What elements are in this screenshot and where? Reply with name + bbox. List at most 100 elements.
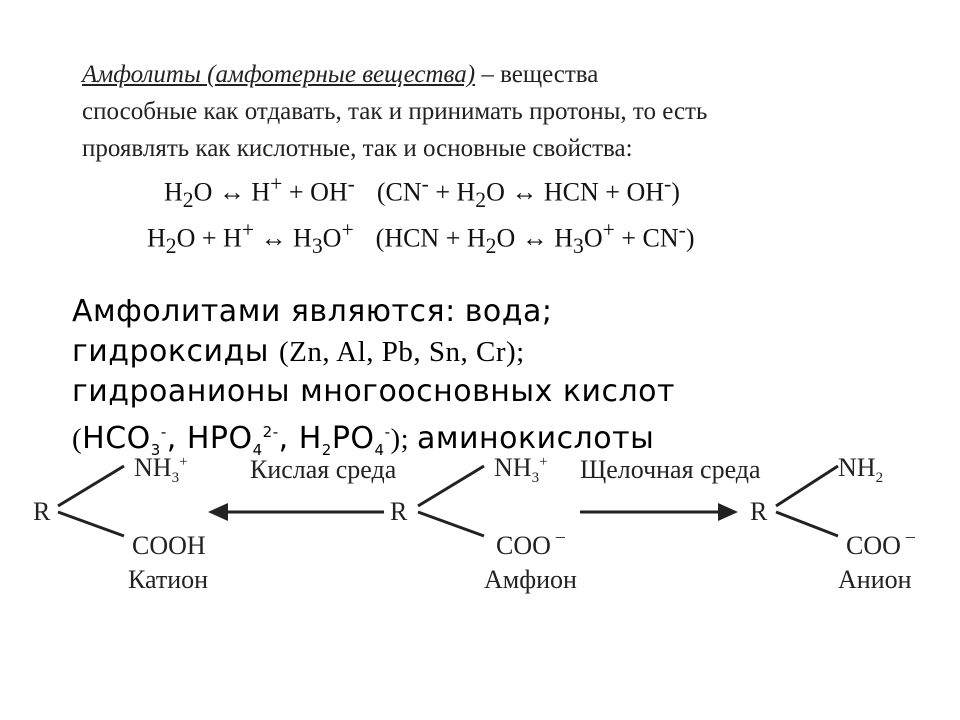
amino-group-right: NH2	[838, 453, 883, 486]
eq-text: + H	[428, 177, 476, 207]
r-group-left: R	[33, 497, 51, 526]
eq-arrow: ↔	[515, 223, 555, 253]
main-text: :	[445, 294, 465, 329]
eq-text: O	[496, 223, 516, 253]
r-group-middle: R	[390, 497, 408, 526]
main-text: вода	[464, 294, 542, 329]
formula-sup: -	[160, 423, 167, 441]
eq-text: H	[164, 177, 183, 207]
eq-sub: 2	[485, 233, 497, 258]
bond-line	[417, 510, 485, 538]
acid-medium-label: Кислая среда	[250, 455, 397, 484]
formula-sup: -	[384, 423, 391, 441]
formula-sub: 4	[252, 441, 263, 459]
eq-text: )	[671, 177, 680, 207]
arrow-head-right	[718, 503, 738, 521]
definition-line-1: Амфолиты (амфотерные вещества) – веществ…	[82, 56, 882, 93]
definition-dash: –	[475, 61, 501, 88]
formula: HPO	[186, 421, 253, 456]
nh-sub: 3	[172, 470, 180, 486]
ampholytes-list: Амфолитами являются: вода; гидроксиды (Z…	[72, 292, 912, 470]
eq-text: + CN	[614, 223, 679, 253]
eq-arrow: ↔	[254, 223, 294, 253]
eq-sup: -	[678, 218, 686, 242]
bond-line	[417, 464, 485, 508]
eq-sup: +	[341, 218, 354, 242]
eq-text: OH	[310, 177, 348, 207]
carboxyl-group-left: COOH	[132, 531, 206, 560]
eq-sup: +	[241, 218, 255, 242]
coo: COO	[846, 531, 901, 560]
eq-text: O + H	[176, 223, 242, 253]
eq-text: H	[251, 177, 271, 207]
equation-hydronium-formation: H2O + H+ ↔ H3O+(HCN + H2O ↔ H3O+ + CN-)	[147, 218, 695, 259]
eq-sub: 3	[311, 233, 323, 258]
eq-text: +	[282, 177, 311, 207]
bond-line	[775, 464, 839, 508]
eq-sup: -	[421, 172, 429, 196]
eq-sup: -	[347, 172, 355, 196]
eq-text: HCN + OH	[543, 177, 665, 207]
eq-text: H	[293, 223, 312, 253]
main-line-4: (HCO3-, HPO42-, H2PO4-); аминокислоты	[72, 412, 912, 470]
eq-sub: 3	[573, 233, 584, 258]
bond-line	[775, 510, 839, 538]
definition-line-3: проявлять как кислотные, так и основные …	[82, 135, 633, 162]
coo-sup: –	[905, 526, 916, 546]
carboxylate-group-right: COO–	[846, 526, 916, 560]
nh-sup: +	[179, 454, 187, 470]
eq-arrow: ↔	[212, 177, 252, 207]
eq-text: H	[554, 223, 574, 253]
eq-text: (HCN + H	[375, 223, 486, 253]
nh-sub: 3	[532, 470, 540, 486]
coo-sup: –	[555, 526, 566, 546]
main-text: гидроксиды	[72, 334, 279, 369]
equation-water-dissociation: H2O ↔ H+ + OH-(CN- + H2O ↔ HCN + OH-)	[164, 172, 680, 213]
amino-group-left: NH3+	[134, 453, 188, 486]
nh-sup: +	[539, 454, 547, 470]
eq-sup: +	[270, 172, 283, 196]
eq-text: H	[147, 223, 166, 253]
eq-arrow: ↔	[504, 177, 544, 207]
eq-sub: 2	[182, 187, 194, 212]
cation-label: Катион	[128, 565, 208, 594]
main-line-1: Амфолитами являются: вода;	[72, 292, 912, 332]
definition-line1-rest: вещества	[500, 61, 599, 88]
eq-sub: 2	[475, 187, 487, 212]
separator: ,	[278, 421, 299, 456]
amino-acid-ionization-scheme: R NH3+ COOH Катион Кислая среда R NH3+ C…	[33, 453, 916, 594]
amino-group-middle: NH3+	[494, 453, 548, 486]
eq-text: O	[193, 177, 213, 207]
paren: (	[72, 423, 83, 455]
anion-label: Анион	[838, 565, 912, 594]
main-text: ;	[541, 294, 553, 329]
separator: ,	[166, 421, 187, 456]
nh: NH	[134, 453, 172, 482]
main-line-2: гидроксиды (Zn, Al, Pb, Sn, Cr);	[72, 332, 912, 372]
r-group-right: R	[750, 497, 768, 526]
formula-sub: 3	[150, 441, 161, 459]
definition-paragraph: Амфолиты (амфотерные вещества) – веществ…	[82, 56, 882, 167]
formula: PO	[331, 421, 375, 456]
coo: COO	[496, 531, 551, 560]
main-line-3: гидроанионы многоосновных кислот	[72, 374, 676, 409]
eq-sup: +	[602, 218, 615, 242]
amphion-label: Амфион	[484, 565, 577, 594]
eq-text: O	[583, 223, 603, 253]
formula-sub: 4	[374, 441, 385, 459]
formula: HCO	[82, 421, 151, 456]
arrow-head-left	[208, 503, 228, 521]
eq-sub: 2	[165, 233, 177, 258]
definition-line-2: способные как отдавать, так и принимать …	[82, 98, 708, 125]
eq-text: O	[486, 177, 505, 207]
eq-sup: -	[664, 172, 672, 196]
nh: NH	[838, 453, 876, 482]
carboxylate-group-middle: COO–	[496, 526, 566, 560]
formula-sub: 2	[321, 441, 332, 459]
eq-text: (CN	[376, 177, 422, 207]
nh-sub: 2	[876, 470, 884, 486]
nh: NH	[494, 453, 532, 482]
formula-sup: 2-	[262, 423, 279, 441]
amino-acids-text: аминокислоты	[416, 421, 655, 456]
main-text: Амфолитами являются	[72, 294, 446, 329]
